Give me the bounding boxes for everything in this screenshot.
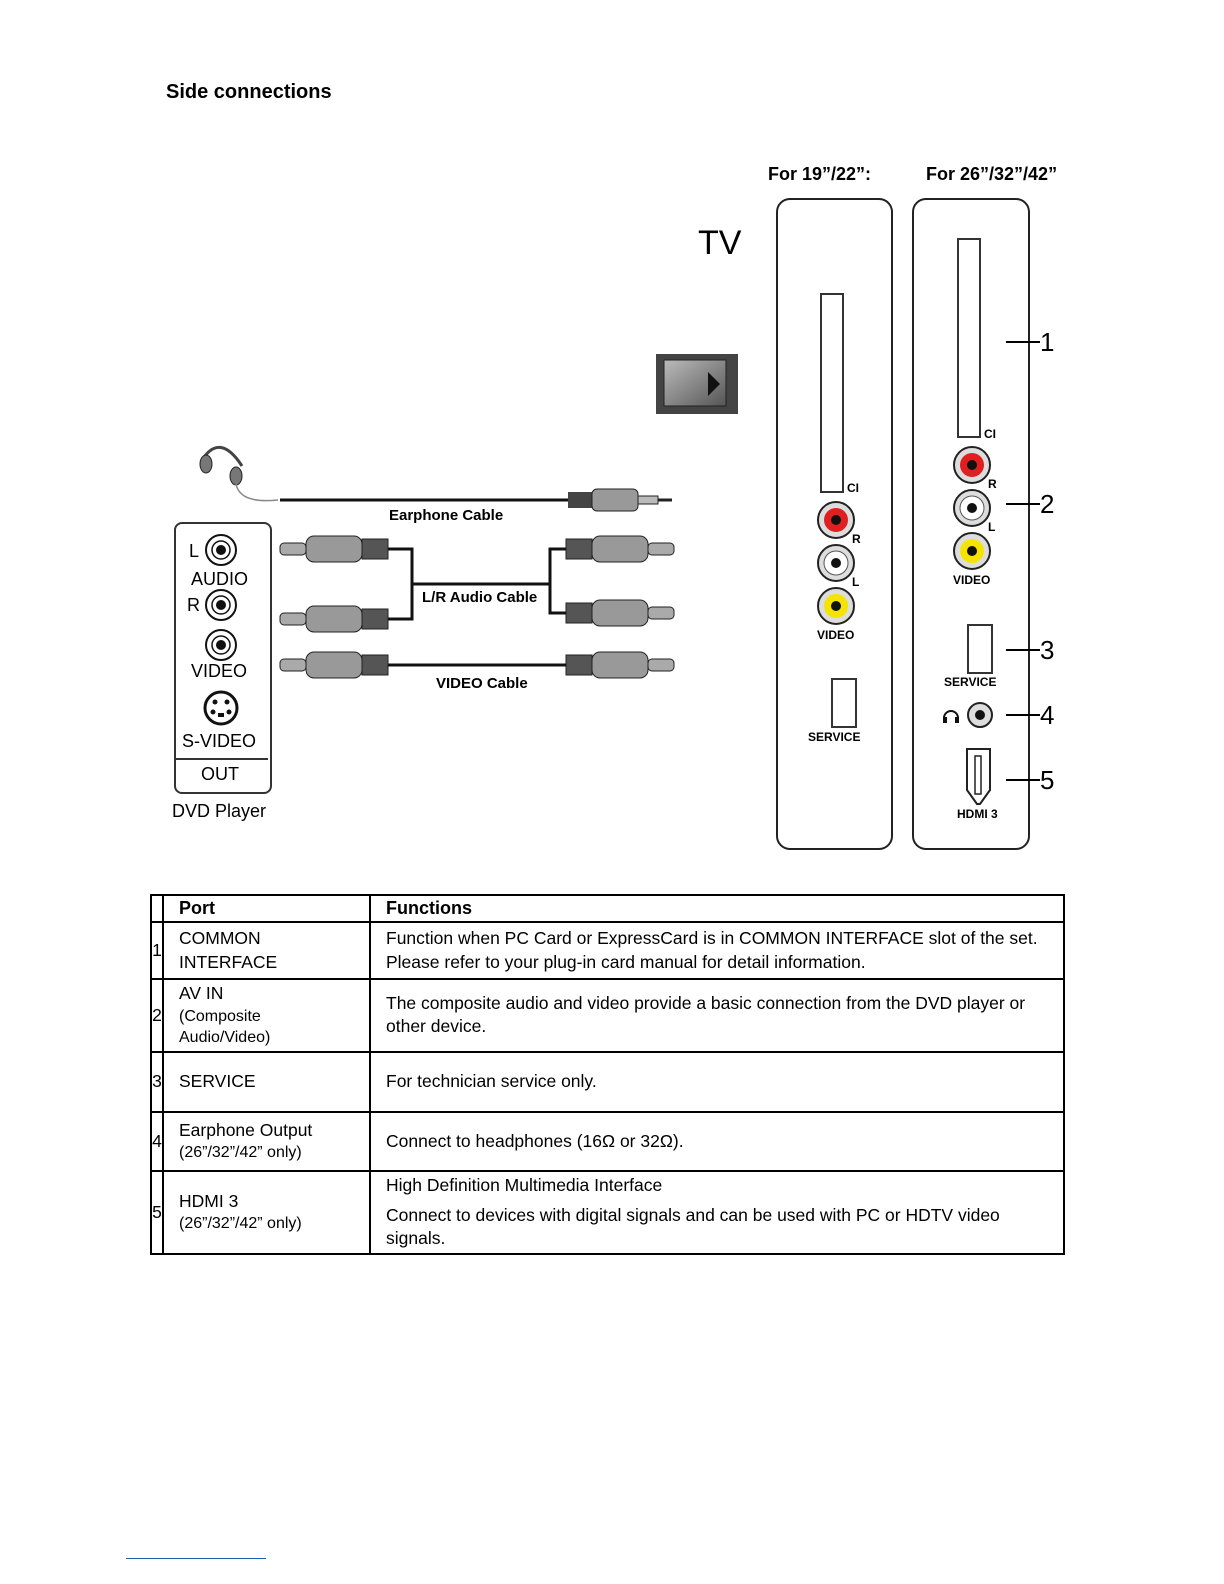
row-port: COMMON INTERFACE (162, 921, 371, 980)
dvd-caption: DVD Player (172, 801, 267, 821)
port-subtitle: (Composite Audio/Video) (179, 1007, 271, 1047)
ci-slot-large (957, 238, 981, 438)
service-port-small (831, 678, 857, 728)
l-label-small: L (852, 575, 860, 589)
service-label-large: SERVICE (944, 675, 997, 689)
function-text: For technician service only. (386, 1071, 597, 1091)
table-row: 5 HDMI 3 (26”/32”/42” only) High Definit… (150, 1169, 1065, 1255)
port-name: AV IN (179, 983, 224, 1003)
page-title: Side connections (166, 81, 332, 103)
earphone-cable-label: Earphone Cable (389, 507, 504, 524)
video-cable-label: VIDEO Cable (436, 675, 528, 692)
row-port: AV IN (Composite Audio/Video) (162, 978, 371, 1053)
dvd-jacks (203, 534, 239, 726)
tv-label: TV (698, 224, 742, 262)
callout-5: 5 (1040, 765, 1055, 795)
row-number: 5 (150, 1169, 164, 1255)
callout-4: 4 (1040, 700, 1055, 730)
row-number: 4 (150, 1110, 164, 1172)
small-panel-heading: For 19”/22”: (768, 164, 872, 184)
row-functions: Function when PC Card or ExpressCard is … (369, 921, 1065, 980)
row-functions: Connect to headphones (16Ω or 32Ω). (369, 1110, 1065, 1172)
row-port: HDMI 3 (26”/32”/42” only) (162, 1169, 371, 1255)
tv-side-icon (656, 354, 738, 414)
row-port: SERVICE (162, 1050, 371, 1113)
table-header-row: Port Functions (150, 894, 1065, 923)
ci-label-large: CI (984, 427, 996, 441)
ci-slot-small (820, 293, 844, 493)
video-label-large: VIDEO (953, 573, 991, 587)
table-row: 3 SERVICE For technician service only. (150, 1050, 1065, 1113)
video-label-small: VIDEO (817, 628, 855, 642)
dvd-out-label: OUT (201, 764, 239, 784)
service-port-large (967, 624, 993, 674)
function-text: Function when PC Card or ExpressCard is … (386, 927, 1038, 972)
row-number: 2 (150, 978, 164, 1053)
row-port: Earphone Output (26”/32”/42” only) (162, 1110, 371, 1172)
header-index (150, 894, 164, 923)
table-row: 1 COMMON INTERFACE Function when PC Card… (150, 921, 1065, 980)
port-name: COMMON INTERFACE (179, 927, 278, 972)
footnote-separator (126, 1558, 266, 1559)
port-name: Earphone Output (179, 1119, 313, 1140)
port-subtitle: (26”/32”/42” only) (179, 1144, 302, 1162)
function-text: High Definition Multimedia Interface (386, 1174, 663, 1195)
av-jacks-large (953, 446, 991, 570)
r-label-small: R (852, 532, 861, 546)
large-panel-heading: For 26”/32”/42” (926, 164, 1058, 184)
row-number: 3 (150, 1050, 164, 1113)
table-row: 4 Earphone Output (26”/32”/42” only) Con… (150, 1110, 1065, 1172)
port-name: SERVICE (179, 1071, 256, 1091)
dvd-video-label: VIDEO (191, 661, 248, 681)
r-label-large: R (988, 477, 997, 491)
row-functions: The composite audio and video provide a … (369, 978, 1065, 1053)
dvd-player-panel (174, 522, 272, 794)
hdmi-port-large (966, 748, 991, 805)
dvd-divider (174, 758, 268, 760)
function-text: The composite audio and video provide a … (386, 992, 1026, 1037)
audio-cable-label: L/R Audio Cable (422, 589, 538, 606)
av-jacks-small (817, 501, 855, 625)
table-row: 2 AV IN (Composite Audio/Video) The comp… (150, 978, 1065, 1053)
hdmi-label-large: HDMI 3 (957, 807, 998, 821)
port-name: HDMI 3 (179, 1190, 239, 1211)
l-label-large: L (988, 520, 996, 534)
ci-label-small: CI (847, 481, 859, 495)
dvd-l-label: L (189, 541, 200, 561)
dvd-audio-label: AUDIO (191, 569, 249, 589)
ports-table: Port Functions 1 COMMON INTERFACE Functi… (150, 894, 1065, 1255)
row-functions: High Definition Multimedia Interface Con… (369, 1169, 1065, 1255)
row-functions: For technician service only. (369, 1050, 1065, 1113)
earphone-jack-large (943, 702, 993, 728)
service-label-small: SERVICE (808, 730, 861, 744)
function-text: Connect to headphones (16Ω or 32Ω). (386, 1130, 684, 1151)
port-subtitle: (26”/32”/42” only) (179, 1215, 302, 1233)
callout-leaders (1006, 341, 1040, 781)
function-text: Connect to devices with digital signals … (386, 1204, 1000, 1249)
rca-cables-diagram (279, 535, 675, 679)
callout-3: 3 (1040, 635, 1055, 665)
callout-1: 1 (1040, 327, 1055, 357)
header-port: Port (162, 894, 371, 923)
row-number: 1 (150, 921, 164, 980)
header-functions: Functions (369, 894, 1065, 923)
dvd-svideo-label: S-VIDEO (182, 731, 257, 751)
dvd-r-label: R (187, 595, 200, 615)
earphone-cable-diagram (199, 446, 672, 512)
callout-2: 2 (1040, 489, 1055, 519)
